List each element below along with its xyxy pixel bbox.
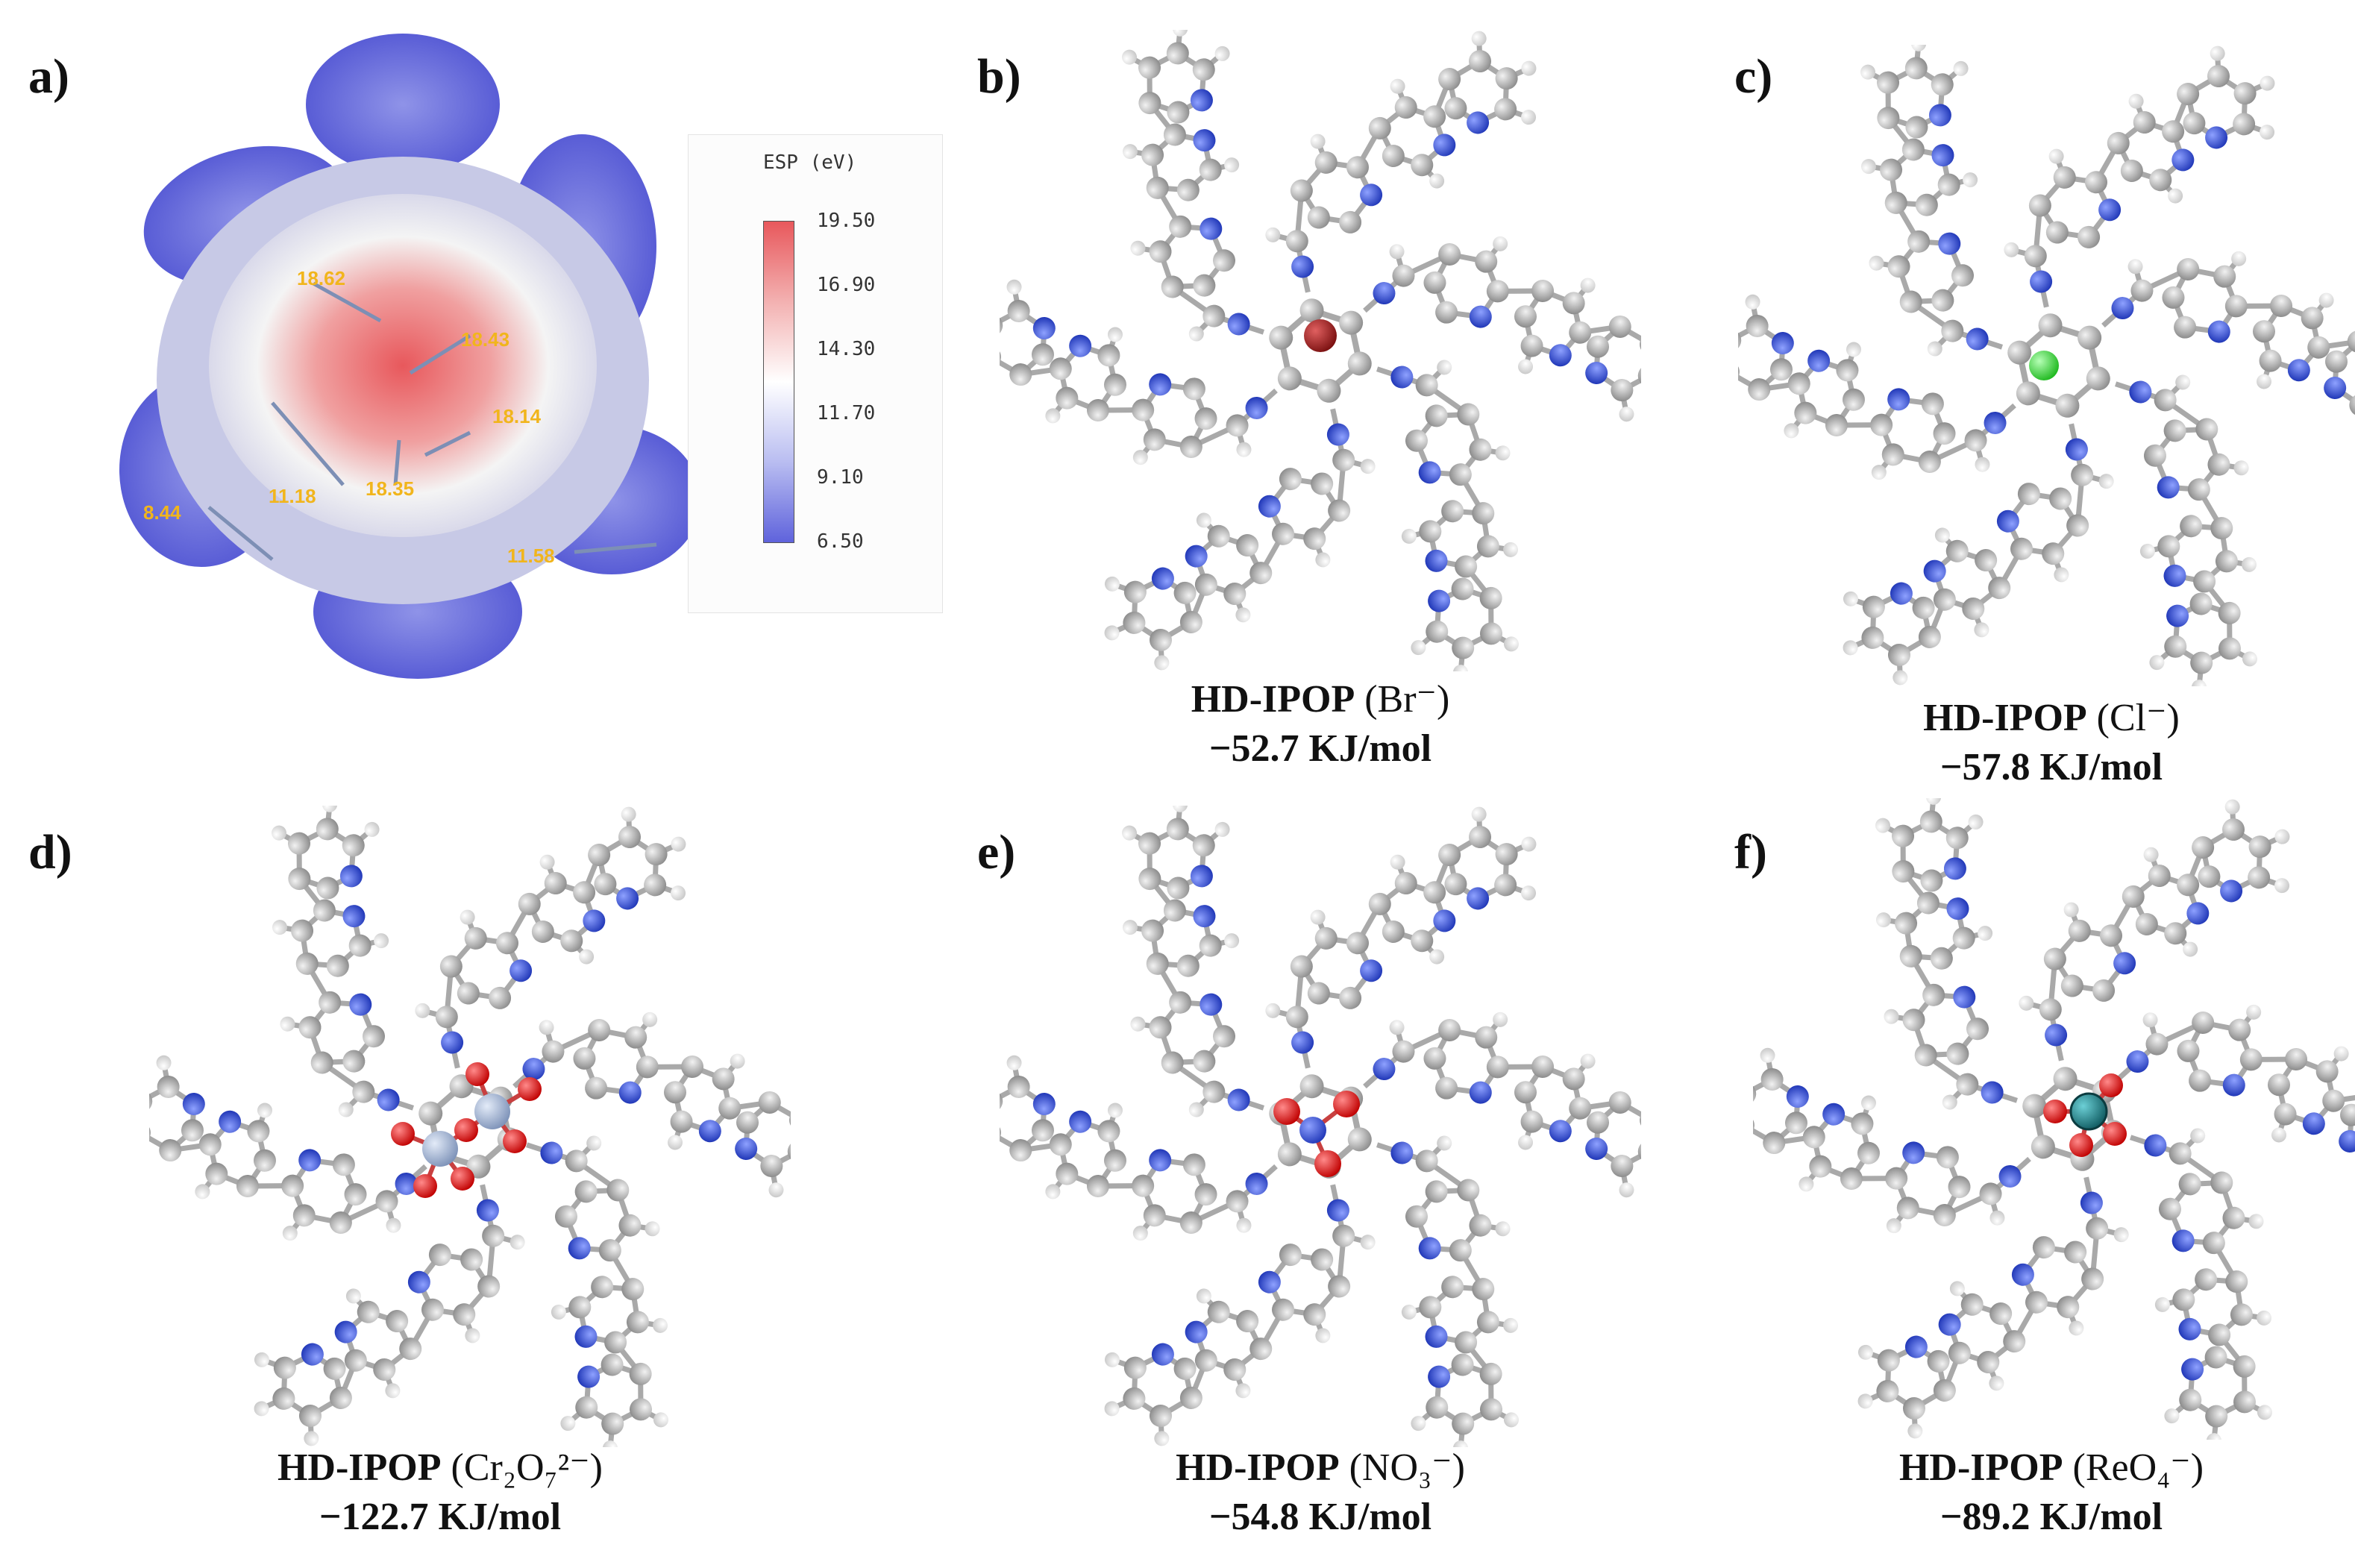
panel-f-label: f) <box>1734 825 1767 879</box>
dichromate-ion <box>391 1062 542 1198</box>
caption-f-name: HD-IPOP <box>1898 1446 2063 1489</box>
caption-e-anion: (NO₃⁻) <box>1349 1446 1465 1489</box>
esp-value-label: 18.43 <box>461 328 510 351</box>
panel-c-label: c) <box>1734 49 1773 104</box>
esp-value-label: 8.44 <box>143 501 181 524</box>
caption-c-anion: (Cl⁻) <box>2096 697 2180 739</box>
legend-tick: 9.10 <box>817 466 864 489</box>
panel-b-label: b) <box>977 49 1021 104</box>
panel-d-label: d) <box>28 825 72 879</box>
legend-tick: 19.50 <box>817 210 876 232</box>
panel-a-label: a) <box>28 49 69 104</box>
molecule-reo4-complex <box>1753 798 2355 1440</box>
esp-value-label: 11.58 <box>507 545 555 567</box>
caption-e: HD-IPOP (NO₃⁻) −54.8 KJ/mol <box>1059 1443 1581 1542</box>
esp-color-legend: ESP (eV) 19.50 16.90 14.30 11.70 9.10 6.… <box>688 134 943 613</box>
perrhenate-ion <box>2043 1073 2127 1157</box>
caption-c-name: HD-IPOP <box>1923 697 2087 739</box>
caption-b: HD-IPOP (Br⁻) −52.7 KJ/mol <box>1059 675 1581 774</box>
legend-tick: 16.90 <box>817 274 876 296</box>
esp-core <box>209 194 597 537</box>
molecule-cl-complex <box>1738 45 2355 686</box>
caption-e-name: HD-IPOP <box>1176 1446 1340 1489</box>
esp-value-label: 18.35 <box>366 477 415 500</box>
legend-tick: 14.30 <box>817 338 876 360</box>
legend-tick: 6.50 <box>817 530 864 553</box>
esp-value-label: 18.14 <box>492 405 542 427</box>
legend-title: ESP (eV) <box>763 151 857 174</box>
legend-color-bar <box>763 221 794 543</box>
caption-d-energy: −122.7 KJ/mol <box>319 1496 562 1538</box>
esp-value-label: 11.18 <box>269 485 316 507</box>
caption-f: HD-IPOP (ReO₄⁻) −89.2 KJ/mol <box>1790 1443 2312 1542</box>
esp-surface-map <box>119 34 701 679</box>
chloride-ion <box>2029 351 2059 380</box>
caption-b-anion: (Br⁻) <box>1364 678 1450 721</box>
caption-d-anion: (Cr₂O₇²⁻) <box>451 1446 603 1489</box>
caption-d-name: HD-IPOP <box>277 1446 442 1489</box>
caption-b-name: HD-IPOP <box>1191 678 1355 721</box>
caption-e-energy: −54.8 KJ/mol <box>1208 1496 1432 1538</box>
caption-c: HD-IPOP (Cl⁻) −57.8 KJ/mol <box>1790 694 2312 792</box>
esp-value-label: 18.62 <box>297 267 346 289</box>
molecule-no3-complex <box>1000 806 1641 1447</box>
molecule-cr2o7-complex <box>149 806 791 1447</box>
panel-e-label: e) <box>977 825 1016 879</box>
bromide-ion <box>1304 319 1337 352</box>
legend-tick: 11.70 <box>817 402 876 424</box>
caption-f-energy: −89.2 KJ/mol <box>1939 1496 2163 1538</box>
caption-c-energy: −57.8 KJ/mol <box>1939 746 2163 788</box>
esp-pointer-lines <box>207 281 657 561</box>
nitrate-ion <box>1273 1091 1360 1177</box>
caption-d: HD-IPOP (Cr₂O₇²⁻) −122.7 KJ/mol <box>179 1443 701 1542</box>
caption-b-energy: −52.7 KJ/mol <box>1208 727 1432 770</box>
caption-f-anion: (ReO₄⁻) <box>2072 1446 2204 1489</box>
molecule-br-complex <box>1000 30 1641 671</box>
